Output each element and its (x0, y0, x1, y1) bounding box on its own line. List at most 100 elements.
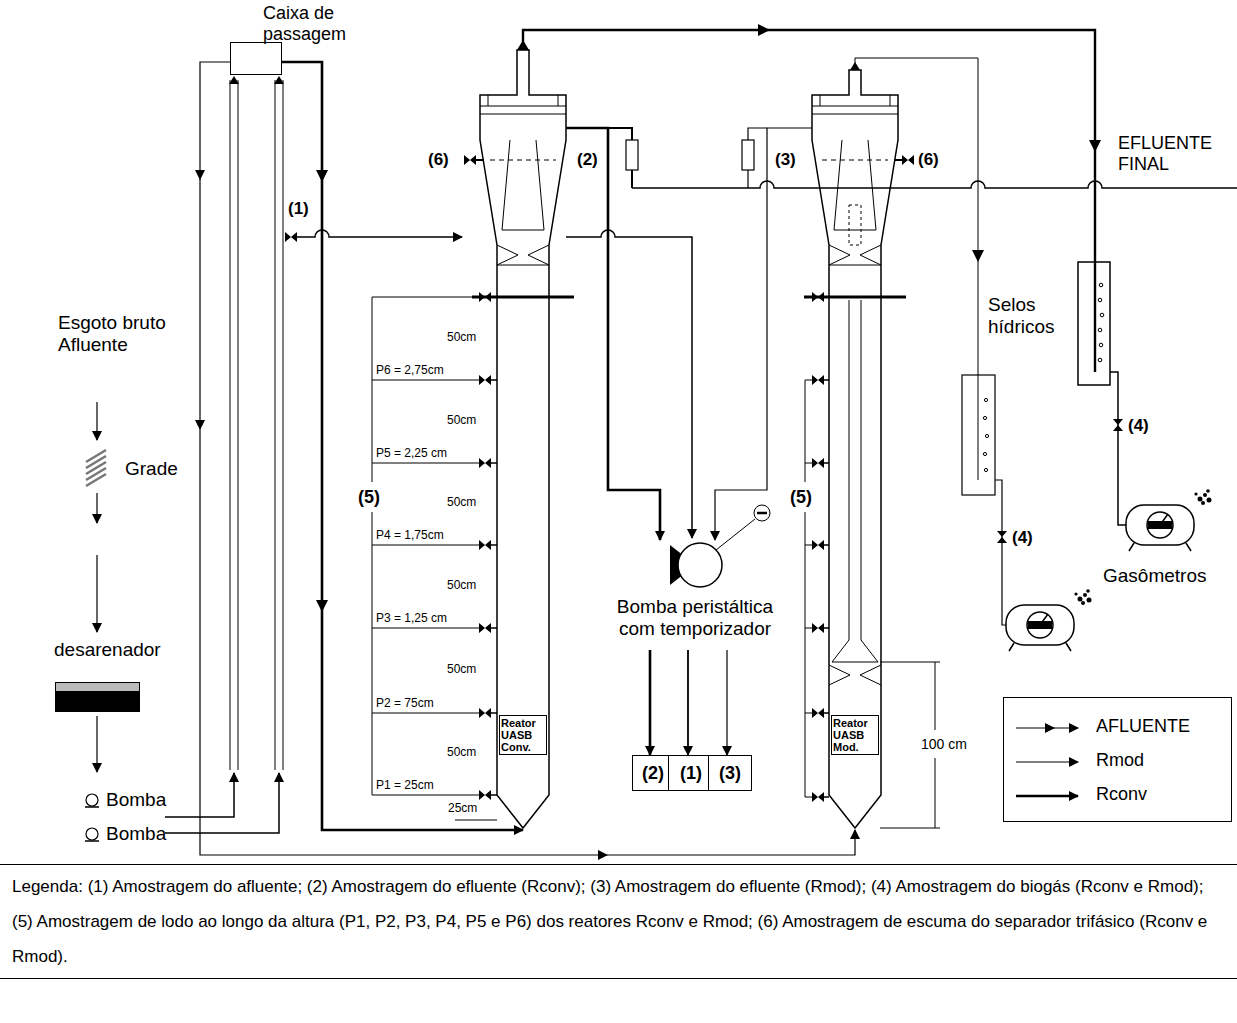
diagram-label: 50cm (447, 414, 476, 428)
path-part (1016, 727, 1078, 728)
circle-part (1098, 358, 1102, 362)
flow-connector (726, 650, 727, 755)
legend-text: Rconv (1096, 784, 1147, 805)
reactor-part (822, 160, 888, 161)
reactor-part (829, 245, 881, 265)
circle-part (1100, 313, 1104, 317)
path-part (995, 480, 1006, 625)
use-part (479, 540, 491, 550)
flow-connector (282, 62, 523, 830)
node-label: desarenador (54, 639, 161, 661)
flow-connector (687, 650, 689, 755)
grit-chamber: desarenador (55, 682, 140, 712)
diagram-label: (4) (1128, 416, 1149, 436)
reactor-part (472, 296, 574, 299)
circle-part (984, 468, 987, 471)
use-part (479, 623, 491, 633)
diagram-label: (2) (577, 150, 598, 170)
use-part (479, 458, 491, 468)
diagram-label: (6) (918, 150, 939, 170)
diagram-label: (5) (358, 487, 380, 508)
use-part (464, 155, 476, 165)
figure-caption: Legenda: (1) Amostragem do afluente; (2)… (0, 864, 1237, 979)
use-part (479, 375, 491, 385)
reactor-part (490, 160, 556, 161)
path-part (491, 380, 497, 795)
circle-part (678, 543, 722, 587)
circle-part (86, 794, 98, 806)
diagram-label: Bomba (106, 789, 166, 811)
use-part (479, 790, 491, 800)
path-part (517, 24, 1101, 152)
rect-part (1078, 262, 1110, 385)
path-part (96, 716, 97, 772)
path-part (455, 820, 497, 821)
diagram-label: P5 = 2,25 cm (376, 447, 447, 461)
legend-line-sample (1016, 790, 1086, 802)
circle-part (1099, 283, 1103, 287)
sludge-sampling-conv (372, 292, 497, 820)
use-part (902, 155, 914, 165)
node-label: (1) (669, 756, 713, 790)
node-label: Reator UASB Mod. (831, 715, 879, 755)
legend-row: Rmod (1004, 750, 1231, 774)
diagram-label: (6) (428, 150, 449, 170)
path-part (230, 80, 283, 770)
path-part (805, 380, 806, 797)
use-part (812, 458, 824, 468)
diagram-label: 100 cm (921, 736, 967, 752)
path-part (855, 58, 978, 480)
diagram-label: P4 = 1,75cm (376, 529, 444, 543)
diagram-label: 50cm (447, 746, 476, 760)
sludge-sampling-mod (805, 292, 829, 802)
use-part (285, 232, 297, 242)
screen-grate (86, 450, 106, 486)
flow-connector (200, 62, 855, 855)
reactor-part (812, 95, 898, 230)
diagram-label: EFLUENTE FINAL (1118, 133, 1228, 174)
path-part (96, 493, 97, 523)
diagram-label: 25cm (448, 802, 477, 816)
legend-row: Rconv (1004, 784, 1231, 808)
legend-box: AFLUENTE RmodRconv (1003, 697, 1232, 822)
reactor-outline (812, 48, 898, 830)
flow-connector (649, 650, 652, 755)
reactor-outline (480, 48, 566, 830)
use-part (812, 375, 824, 385)
diagram-label: P2 = 75cm (376, 697, 434, 711)
diagram-label: P6 = 2,75cm (376, 364, 444, 378)
diagram-label: Bomba (106, 823, 166, 845)
use-part (812, 708, 824, 718)
water-seals (962, 262, 1110, 495)
diagram-label: (1) (288, 199, 309, 219)
legend-text: AFLUENTE (1096, 716, 1190, 737)
use-part (1113, 419, 1123, 431)
uasb-reactor: Reator UASB Conv. (480, 48, 566, 830)
diagram-label: Grade (125, 458, 178, 480)
circle-part (86, 828, 98, 840)
reactor-part (804, 296, 906, 299)
use-part (479, 708, 491, 718)
path-part (895, 159, 902, 161)
reactor-part (829, 300, 881, 685)
legend-line-sample (1016, 722, 1086, 734)
circle-part (983, 416, 986, 419)
use-part (812, 792, 824, 802)
path-part (1016, 795, 1078, 798)
path-part (96, 555, 97, 632)
sample-vessel: (3) (708, 755, 752, 791)
diagram-label: 50cm (447, 331, 476, 345)
path-part (1110, 372, 1126, 525)
diagram-label: P3 = 1,25 cm (376, 612, 447, 626)
circle-part (985, 434, 988, 437)
use-part (1126, 489, 1212, 551)
diagram-label: Gasômetros (1103, 565, 1206, 587)
circle-part (984, 398, 987, 401)
legend-line-sample (1016, 756, 1086, 768)
rect-part (626, 140, 638, 170)
use-part (1006, 589, 1092, 651)
path-part (165, 773, 279, 833)
path-part (716, 519, 755, 550)
